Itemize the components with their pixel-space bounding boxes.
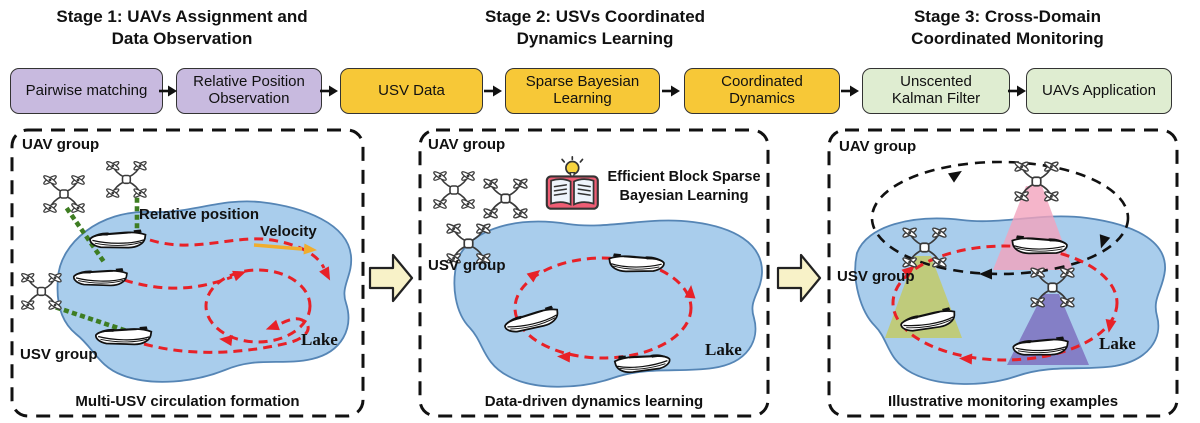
panel3-caption: Illustrative monitoring examples xyxy=(887,393,1119,410)
flow-arrow-icon xyxy=(840,84,860,98)
uav-group-label: UAV group xyxy=(428,136,506,153)
lake-label: Lake xyxy=(705,340,742,359)
efficient-block-sparse-label: Efficient Block Sparse Bayesian Learning xyxy=(607,169,761,204)
stage-transition-arrow-icon xyxy=(368,253,414,303)
quadcopter-drone-icon xyxy=(21,272,62,310)
usv-circulation-paths xyxy=(123,237,326,354)
flow-arrow-icon xyxy=(483,84,503,98)
usv-circulation-ellipse xyxy=(513,256,693,360)
usv-group-label: USV group xyxy=(428,257,506,274)
learning-book-bulb-icon xyxy=(545,155,599,210)
stage2-title: Stage 2: USVs Coordinated Dynamics Learn… xyxy=(484,7,706,48)
panel-monitoring-examples: UAV group USV group Lake Illustrative mo… xyxy=(827,128,1179,418)
quadcopter-drone-icon xyxy=(106,160,147,198)
flow-box-coordinated-dynamics: Coordinated Dynamics xyxy=(684,68,840,114)
flow-arrow-icon xyxy=(661,84,681,98)
quadcopter-drone-icon xyxy=(43,174,85,213)
velocity-label: Velocity xyxy=(260,223,317,240)
flow-box-uavs-application: UAVs Application xyxy=(1026,68,1172,114)
panel2-caption: Data-driven dynamics learning xyxy=(484,393,704,410)
flow-arrow-icon xyxy=(319,84,339,98)
flow-box-pairwise-matching: Pairwise matching xyxy=(10,68,163,114)
stage1-title: Stage 1: UAVs Assignment and Data Observ… xyxy=(56,7,308,48)
panel1-caption: Multi-USV circulation formation xyxy=(75,393,300,410)
uav-group-label: UAV group xyxy=(839,138,917,155)
velocity-arrow xyxy=(253,243,317,255)
red-path-arrowheads xyxy=(526,269,696,363)
flow-box-relative-position: Relative Position Observation xyxy=(176,68,322,114)
red-path-arrowheads xyxy=(219,266,331,346)
panel-data-driven-learning: UAV group Efficient Block Sparse Bayesia… xyxy=(418,128,770,418)
flow-arrow-icon xyxy=(158,84,178,98)
uav-orbit-ellipse xyxy=(870,160,1130,276)
panel1-illustration xyxy=(10,128,365,418)
usv-circulation-ellipse xyxy=(891,244,1119,362)
stage3-title: Stage 3: Cross-Domain Coordinated Monito… xyxy=(911,7,1104,48)
panel-dashed-border xyxy=(827,128,1179,418)
lake-label: Lake xyxy=(1099,334,1136,353)
red-path-arrowheads xyxy=(901,265,1117,365)
stage-transition-arrow-icon xyxy=(776,253,822,303)
flow-arrow-icon xyxy=(1007,84,1027,98)
relative-position-links xyxy=(55,197,140,333)
relative-position-label: Relative position xyxy=(139,206,260,223)
lake-label: Lake xyxy=(301,330,338,349)
quadcopter-drone-icon xyxy=(433,170,475,209)
black-path-arrowheads xyxy=(948,170,1111,280)
panel-dashed-border xyxy=(10,128,365,418)
uav-group-label: UAV group xyxy=(22,136,100,153)
flow-box-sparse-bayesian: Sparse Bayesian Learning xyxy=(505,68,660,114)
panel3-illustration xyxy=(827,128,1179,418)
lake-shape xyxy=(453,219,763,388)
panel-dashed-border xyxy=(418,128,770,418)
panel2-illustration xyxy=(418,128,770,418)
usv-group-label: USV group xyxy=(837,268,915,285)
panel-multi-usv-circulation: UAV group Relative position Velocity Lak… xyxy=(10,128,365,418)
flow-box-unscented-kalman: Unscented Kalman Filter xyxy=(862,68,1010,114)
quadcopter-drone-icon xyxy=(483,178,528,220)
flow-box-usv-data: USV Data xyxy=(340,68,483,114)
usv-group-label: USV group xyxy=(20,346,98,363)
